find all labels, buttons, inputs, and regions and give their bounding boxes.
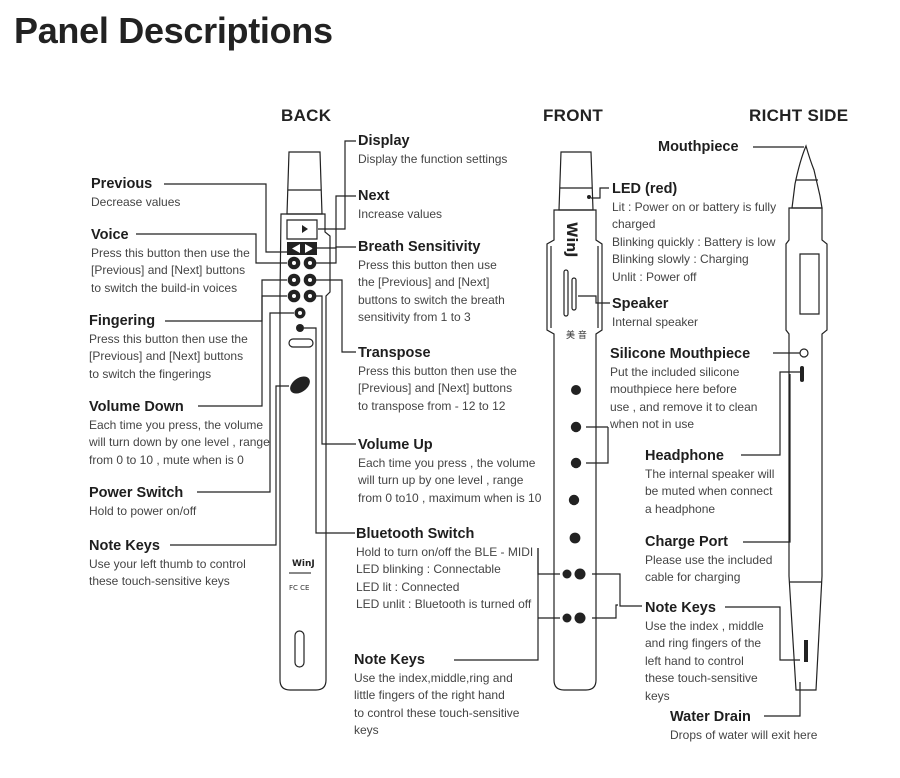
front-instrument: WinJ 美 音	[547, 152, 602, 690]
label-fingering: Fingering Press this button then use the…	[89, 313, 248, 381]
label-mouthpiece: Mouthpiece	[658, 139, 739, 155]
label-voice: Voice Press this button then use the [Pr…	[91, 227, 250, 295]
label-charge-port: Charge Port Please use the included cabl…	[645, 534, 773, 585]
view-title-front: FRONT	[543, 106, 604, 125]
label-breath-sensitivity: Breath Sensitivity Press this button the…	[358, 239, 505, 325]
label-previous: Previous Decrease values	[91, 176, 181, 209]
svg-text:WinJ: WinJ	[563, 222, 579, 257]
previous-arrow-icon	[292, 244, 300, 253]
thumb-key-icon	[290, 376, 310, 394]
svg-text:FC CE: FC CE	[289, 584, 309, 592]
label-led: LED (red) Lit : Power on or battery is f…	[612, 181, 777, 284]
next-arrow-icon	[305, 244, 313, 253]
label-headphone: Headphone The internal speaker will be m…	[645, 448, 775, 516]
back-instrument: WinJ FC CE	[280, 152, 330, 690]
bluetooth-button-icon	[296, 324, 304, 332]
label-volume-down: Volume Down Each time you press, the vol…	[89, 399, 270, 467]
label-silicone-mouthpiece: Silicone Mouthpiece Put the included sil…	[610, 346, 758, 432]
label-speaker: Speaker Internal speaker	[612, 296, 699, 329]
label-transpose: Transpose Press this button then use the…	[358, 345, 517, 413]
label-side-note-keys: Note Keys Use the index , middle and rin…	[645, 600, 764, 703]
svg-text:美 音: 美 音	[566, 329, 587, 341]
side-instrument	[786, 146, 827, 690]
svg-text:WinJ: WinJ	[292, 559, 315, 569]
function-buttons	[287, 256, 317, 303]
led-icon	[587, 195, 591, 199]
front-finger-keys	[562, 385, 586, 624]
label-volume-up: Volume Up Each time you press , the volu…	[358, 437, 542, 505]
silicone-mouthpiece-port-icon	[800, 349, 808, 357]
label-back-note-keys: Note Keys Use your left thumb to control…	[89, 538, 246, 589]
page-title: Panel Descriptions	[14, 10, 333, 51]
view-title-right-side: RICHT SIDE	[749, 106, 849, 125]
view-title-back: BACK	[281, 106, 332, 125]
display-icon	[287, 220, 317, 239]
label-display: Display Display the function settings	[358, 133, 508, 166]
label-power-switch: Power Switch Hold to power on/off	[89, 485, 197, 518]
label-bluetooth-switch: Bluetooth Switch Hold to turn on/off the…	[356, 526, 534, 612]
label-next: Next Increase values	[358, 188, 443, 221]
label-front-note-keys: Note Keys Use the index,middle,ring and …	[354, 652, 520, 738]
label-water-drain: Water Drain Drops of water will exit her…	[670, 709, 818, 742]
headphone-jack-icon	[800, 366, 804, 382]
